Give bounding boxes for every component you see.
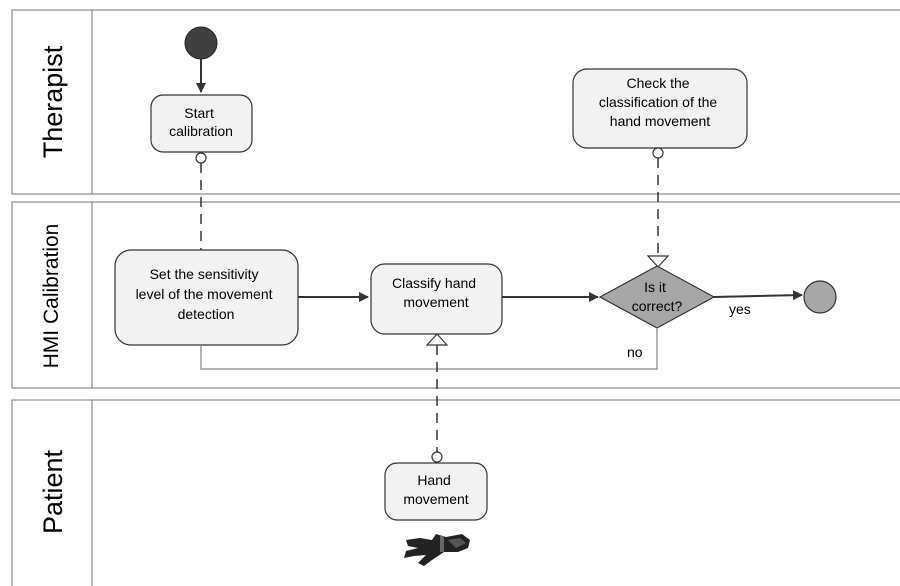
association-arrowhead-decision: [646, 255, 670, 268]
hand-movement-line1: Hand: [417, 472, 450, 488]
robotic-hand-icon: [404, 534, 470, 566]
activity-set-sensitivity: Set the sensitivity level of the movemen…: [114, 249, 299, 346]
activity-hand-movement: Hand movement: [384, 462, 488, 521]
start-calibration-line1: Start: [184, 105, 214, 121]
association-arrowhead-classify: [425, 333, 449, 346]
decision-line2: correct?: [632, 298, 683, 314]
association-port-check: [652, 147, 664, 159]
decision-line1: Is it: [644, 279, 666, 295]
svg-text:Check the classification: Check the classification of the hand mov…: [599, 75, 721, 129]
end-node: [803, 280, 837, 314]
lane-hmi-calibration: HMI Calibration: [11, 201, 900, 389]
activity-check-classification: Check the classification of the hand mov…: [572, 68, 748, 149]
check-line2: classification of the: [599, 94, 717, 110]
decision-is-it-correct: Is it correct?: [598, 265, 716, 329]
lane-title-hmi: HMI Calibration: [40, 224, 63, 369]
lane-title-therapist: Therapist: [38, 45, 68, 158]
svg-text:Hand movement: Hand movement: [403, 472, 468, 507]
association-port-start: [195, 152, 207, 164]
start-calibration-line2: calibration: [169, 123, 233, 139]
flow-decision-yes-to-end: [713, 290, 803, 301]
check-line1: Check the: [627, 75, 690, 91]
activity-classify-hand: Classify hand movement: [370, 263, 503, 335]
svg-text:Set the sensitivity leve: Set the sensitivity level of the movemen…: [136, 266, 277, 322]
lane-patient: Patient: [11, 399, 900, 586]
classify-line2: movement: [403, 294, 468, 310]
check-line3: hand movement: [610, 113, 711, 129]
sensitivity-line3: detection: [178, 306, 235, 322]
hand-movement-line2: movement: [403, 491, 468, 507]
flow-decision-no-loop: [200, 328, 658, 370]
label-yes: yes: [729, 301, 751, 317]
classify-line1: Classify hand: [392, 275, 476, 291]
association-port-hand: [431, 451, 443, 463]
svg-text:Start calibration: Start calibration: [169, 105, 233, 139]
sensitivity-line1: Set the sensitivity: [150, 266, 259, 282]
sensitivity-line2: level of the movement: [136, 286, 273, 302]
activity-start-calibration: Start calibration: [150, 94, 253, 153]
lane-therapist: Therapist: [11, 9, 900, 195]
svg-text:Classify hand movement: Classify hand movement: [392, 275, 480, 310]
label-no: no: [627, 344, 643, 360]
start-node: [184, 26, 218, 60]
svg-text:Is it correct?: Is it correct?: [632, 279, 683, 314]
lane-title-patient: Patient: [38, 449, 68, 534]
